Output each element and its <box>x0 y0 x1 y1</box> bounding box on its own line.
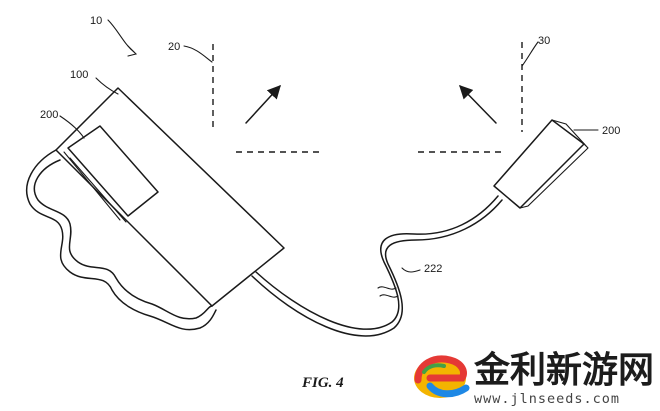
module-200-left <box>63 125 159 223</box>
label-100: 100 <box>70 69 88 81</box>
watermark-brand: 金利新游网 <box>473 349 654 391</box>
watermark: 金利新游网 www.jlnseeds.com <box>414 349 654 407</box>
label-200-right: 200 <box>602 125 620 137</box>
label-10: 10 <box>90 15 102 27</box>
zone-30 <box>418 42 523 153</box>
housing-100 <box>25 87 285 331</box>
watermark-url: www.jlnseeds.com <box>474 391 620 407</box>
direction-arrow-left <box>245 85 281 124</box>
label-30: 30 <box>538 35 550 47</box>
e-logo-icon <box>414 355 470 398</box>
figure-caption: FIG. 4 <box>301 375 344 391</box>
label-20: 20 <box>168 41 180 53</box>
direction-arrow-right <box>459 85 497 124</box>
module-200-right <box>493 119 589 209</box>
cable-222 <box>251 195 503 337</box>
zone-20 <box>212 44 322 153</box>
arrow-10-icon <box>127 45 138 57</box>
label-222: 222 <box>424 263 442 275</box>
label-200-left: 200 <box>40 109 58 121</box>
